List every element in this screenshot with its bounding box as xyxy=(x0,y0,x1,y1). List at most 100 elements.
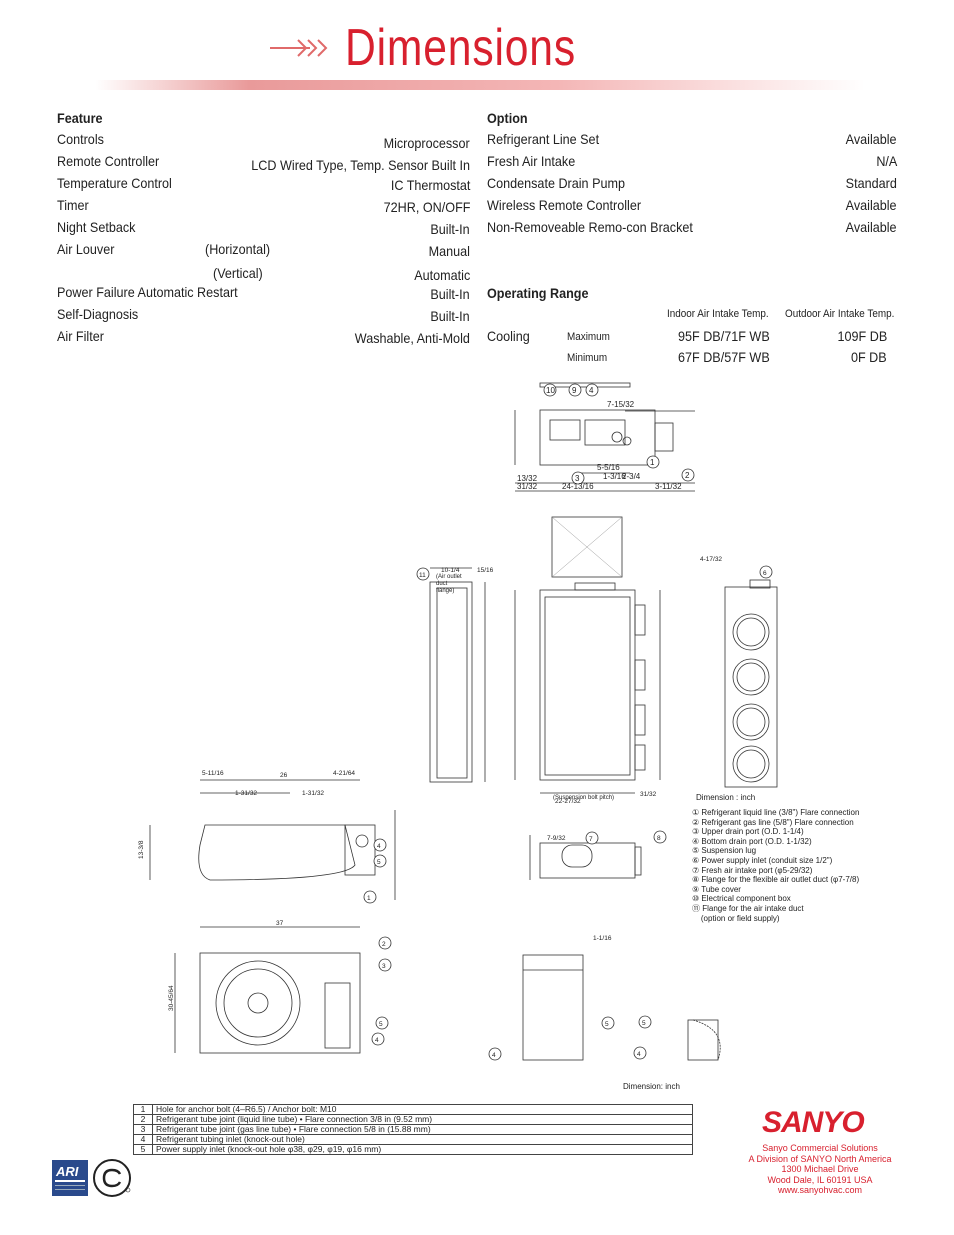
indoor-note-item: ④ Bottom drain port (O.D. 1-1/32) xyxy=(692,836,812,846)
indoor-note-item: ⑩ Electrical component box xyxy=(692,894,791,904)
svg-text:5: 5 xyxy=(379,1021,383,1028)
feature-label: Timer xyxy=(57,197,89,213)
feature-label: Power Failure Automatic Restart xyxy=(57,284,238,300)
legend-text: Hole for anchor bolt (4–R6.5) / Anchor b… xyxy=(152,1104,693,1115)
legend-number: 4 xyxy=(133,1134,153,1145)
indoor-note-item: ③ Upper drain port (O.D. 1-1/4) xyxy=(692,827,804,837)
svg-text:5: 5 xyxy=(642,1020,646,1027)
legend-number: 3 xyxy=(133,1124,153,1135)
svg-text:30-45/64: 30-45/64 xyxy=(168,985,175,1011)
svg-text:13-3/8: 13-3/8 xyxy=(138,840,145,859)
svg-text:5-11/16: 5-11/16 xyxy=(202,770,224,777)
title-rule xyxy=(95,80,865,90)
feature-value: Manual xyxy=(428,243,470,259)
legend-text: Refrigerant tube joint (gas line tube) •… xyxy=(152,1124,693,1135)
air-outlet-flange-label: (Air outlet duct flange) xyxy=(436,574,462,594)
feature-label: Self-Diagnosis xyxy=(57,306,139,322)
svg-text:10: 10 xyxy=(546,386,555,395)
address-line: 1300 Michael Drive xyxy=(781,1164,859,1175)
minimum-label: Minimum xyxy=(567,352,608,364)
feature-value: Built-In xyxy=(430,286,470,302)
svg-text:1: 1 xyxy=(367,895,371,902)
option-label: Non-Removeable Remo-con Bracket xyxy=(487,219,693,235)
svg-text:2-3/4: 2-3/4 xyxy=(622,472,641,481)
svg-text:10-1/4: 10-1/4 xyxy=(441,567,460,574)
legend-number: 2 xyxy=(133,1114,153,1125)
svg-text:31/32: 31/32 xyxy=(517,482,538,491)
address-line: www.sanyohvac.com xyxy=(777,1185,863,1196)
indoor-side-view-drawing: 11 10-1/4 15/16 xyxy=(415,560,495,790)
outdoor-dimension-note: Dimension: inch xyxy=(623,1082,680,1091)
outdoor-side-view-drawing: 5 4 5 4 1-1/16 xyxy=(488,930,728,1065)
svg-text:5-5/16: 5-5/16 xyxy=(597,463,620,472)
svg-text:7: 7 xyxy=(589,836,593,843)
svg-text:22-27/32: 22-27/32 xyxy=(555,798,581,805)
svg-text:4: 4 xyxy=(375,1037,379,1044)
outdoor-col-header: Outdoor Air Intake Temp. xyxy=(785,308,895,320)
svg-text:11: 11 xyxy=(419,572,426,579)
max-outdoor-value: 109F DB xyxy=(837,328,887,344)
svg-text:5: 5 xyxy=(605,1021,609,1028)
svg-text:15/16: 15/16 xyxy=(477,567,494,574)
address-line: A Division of SANYO North America xyxy=(748,1153,892,1164)
indoor-notes-list: ① Refrigerant liquid line (3/8") Flare c… xyxy=(692,808,859,923)
option-value: Standard xyxy=(845,175,897,191)
sanyo-logo: SANYO xyxy=(762,1106,865,1139)
feature-value: Washable, Anti-Mold xyxy=(354,330,470,346)
svg-text:13/32: 13/32 xyxy=(517,474,538,483)
option-label: Wireless Remote Controller xyxy=(487,197,642,213)
indoor-end-view-drawing: 6 4-17/32 xyxy=(695,552,785,792)
fresh-air-intake-drawing: 7 8 7-9/32 xyxy=(520,825,670,885)
indoor-note-item: ⑪ Flange for the air intake duct xyxy=(692,903,804,913)
address-line: Sanyo Commercial Solutions xyxy=(762,1143,878,1153)
indoor-note-item: ⑨ Tube cover xyxy=(692,884,741,894)
feature-value: Built-In xyxy=(430,308,470,324)
svg-text:1-3/16: 1-3/16 xyxy=(603,472,626,481)
indoor-note-item: (option or field supply) xyxy=(692,913,780,923)
option-value: Available xyxy=(846,197,897,213)
legend-text: Refrigerant tube joint (liquid line tube… xyxy=(152,1114,693,1125)
indoor-front-view-drawing: 22-27/32 31/32 xyxy=(505,575,680,810)
svg-text:4: 4 xyxy=(637,1051,641,1058)
svg-text:4-17/32: 4-17/32 xyxy=(700,556,722,563)
feature-value: Microprocessor xyxy=(383,135,470,151)
address-line: Wood Dale, IL 60191 USA xyxy=(767,1174,873,1185)
svg-text:3: 3 xyxy=(382,963,386,970)
svg-text:1: 1 xyxy=(650,458,655,467)
indoor-note-item: ⑦ Fresh air intake port (φ5-29/32) xyxy=(692,865,813,875)
svg-text:8: 8 xyxy=(657,835,661,842)
feature-label: Controls xyxy=(57,131,104,147)
svg-text:1-31/32: 1-31/32 xyxy=(302,790,324,797)
svg-text:4: 4 xyxy=(589,386,594,395)
feature-sublabel: (Vertical) xyxy=(213,265,263,281)
feature-label: Air Filter xyxy=(57,328,104,344)
suspension-bolt-pitch-label: (Suspension bolt pitch) xyxy=(553,795,615,801)
legend-text: Power supply inlet (knock-out hole φ38, … xyxy=(152,1144,693,1155)
svg-text:7-15/32: 7-15/32 xyxy=(607,400,635,409)
inspection-access-drawing xyxy=(551,516,626,581)
svg-text:4: 4 xyxy=(377,843,381,850)
svg-text:31/32: 31/32 xyxy=(640,791,657,798)
legend-number: 5 xyxy=(133,1144,153,1155)
svg-text:4: 4 xyxy=(492,1052,496,1059)
svg-text:1-1/16: 1-1/16 xyxy=(593,935,612,942)
svg-text:3: 3 xyxy=(575,474,580,483)
svg-text:6: 6 xyxy=(763,570,767,577)
svg-text:9: 9 xyxy=(572,386,577,395)
svg-text:7-9/32: 7-9/32 xyxy=(547,835,566,842)
indoor-note-item: ⑧ Flange for the flexible air outlet duc… xyxy=(692,875,860,885)
indoor-top-view-drawing: 10 9 4 1 2 3 7-15/32 5-5/16 1-3/16 2-3/4… xyxy=(495,375,715,500)
svg-text:26: 26 xyxy=(280,772,288,779)
svg-text:4-21/64: 4-21/64 xyxy=(333,770,355,777)
feature-value: Automatic xyxy=(413,267,470,283)
svg-text:2: 2 xyxy=(382,941,386,948)
legend-text: Refrigerant tubing inlet (knock-out hole… xyxy=(152,1134,693,1145)
indoor-note-item: ⑥ Power supply inlet (conduit size 1/2") xyxy=(692,855,833,865)
operating-range-heading: Operating Range xyxy=(487,285,589,301)
feature-heading: Feature xyxy=(57,110,103,126)
